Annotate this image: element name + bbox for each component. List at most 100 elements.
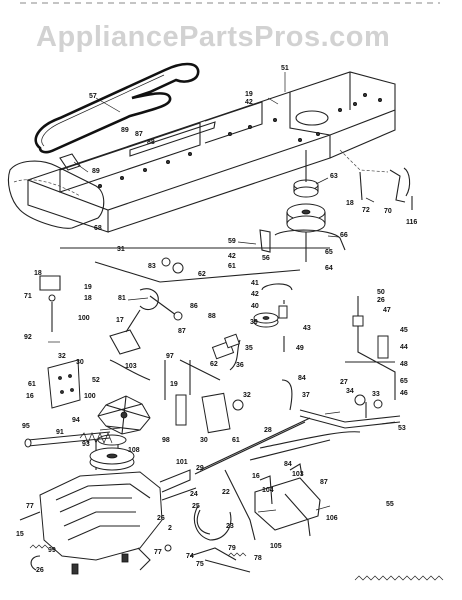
idler-pulley-assembly — [274, 150, 346, 262]
callout-25: 25 — [192, 503, 200, 510]
callout-84: 84 — [298, 375, 306, 382]
callout-24: 24 — [190, 491, 198, 498]
callout-72: 72 — [362, 207, 370, 214]
transaxle — [19, 434, 197, 575]
callout-95: 95 — [22, 423, 30, 430]
callout-labels: 57 51 19 42 89 87 88 89 63 18 72 70 116 … — [16, 65, 417, 574]
drive-belt — [34, 62, 200, 154]
callout-42: 42 — [245, 99, 253, 106]
callout-42-c: 42 — [251, 291, 259, 298]
callout-83: 83 — [148, 263, 156, 270]
callout-17: 17 — [116, 317, 124, 324]
callout-45: 45 — [400, 327, 408, 334]
callout-18: 18 — [346, 200, 354, 207]
callout-103: 103 — [125, 363, 137, 370]
callout-87-c: 87 — [320, 479, 328, 486]
callout-26-b: 26 — [157, 515, 165, 522]
shift-assembly — [299, 296, 401, 429]
callout-104: 104 — [262, 487, 274, 494]
callout-81: 81 — [118, 295, 126, 302]
callout-87: 87 — [135, 131, 143, 138]
callout-40: 40 — [251, 303, 259, 310]
callout-100-b: 100 — [84, 393, 96, 400]
callout-56: 56 — [262, 255, 270, 262]
callout-84-b: 84 — [284, 461, 292, 468]
callout-46: 46 — [400, 390, 408, 397]
callout-70: 70 — [384, 208, 392, 215]
brake-rods — [164, 333, 361, 475]
callout-68: 68 — [94, 225, 102, 232]
callout-101: 101 — [176, 459, 188, 466]
callout-97: 97 — [166, 353, 174, 360]
callout-66: 66 — [340, 232, 348, 239]
callout-28: 28 — [264, 427, 272, 434]
callout-19-c: 19 — [170, 381, 178, 388]
callout-35: 35 — [245, 345, 253, 352]
callout-91: 91 — [56, 429, 64, 436]
right-bracket — [339, 149, 413, 210]
callout-42-b: 42 — [228, 253, 236, 260]
callout-16-b: 16 — [252, 473, 260, 480]
callout-43: 43 — [303, 325, 311, 332]
callout-99: 99 — [48, 547, 56, 554]
callout-87-b: 87 — [178, 328, 186, 335]
callout-74: 74 — [186, 553, 194, 560]
callout-89: 89 — [121, 127, 129, 134]
watermark: AppliancePartsPros.com — [36, 21, 390, 53]
callout-48: 48 — [400, 361, 408, 368]
lower-left-parts — [29, 544, 251, 573]
spring-93 — [79, 432, 113, 444]
callout-49: 49 — [296, 345, 304, 352]
callout-47: 47 — [383, 307, 391, 314]
callout-93: 93 — [82, 441, 90, 448]
callout-62: 62 — [198, 271, 206, 278]
callout-103-b: 103 — [292, 471, 304, 478]
callout-64: 64 — [325, 265, 333, 272]
leader-lines — [48, 72, 396, 513]
callout-22: 22 — [222, 489, 230, 496]
callout-23: 23 — [226, 523, 234, 530]
callout-88: 88 — [147, 139, 155, 146]
callout-57: 57 — [89, 93, 97, 100]
callout-39: 39 — [250, 319, 258, 326]
callout-36: 36 — [236, 362, 244, 369]
callout-50: 50 — [377, 289, 385, 296]
callout-106: 106 — [326, 515, 338, 522]
callout-31: 31 — [117, 246, 125, 253]
callout-30-b: 30 — [200, 437, 208, 444]
callout-18-c: 18 — [84, 295, 92, 302]
callout-108: 108 — [128, 447, 140, 454]
callout-77: 77 — [26, 503, 34, 510]
callout-41: 41 — [251, 280, 259, 287]
callout-116: 116 — [406, 219, 417, 226]
callout-92: 92 — [24, 334, 32, 341]
callout-26-c: 26 — [36, 567, 44, 574]
pulley-40 — [253, 300, 288, 352]
callout-37: 37 — [302, 392, 310, 399]
pedal-bracket — [47, 309, 151, 409]
callout-59: 59 — [228, 238, 236, 245]
callout-88-b: 88 — [208, 313, 216, 320]
callout-16: 16 — [26, 393, 34, 400]
callout-53: 53 — [398, 425, 406, 432]
callout-33: 33 — [372, 391, 380, 398]
callout-44: 44 — [400, 344, 408, 351]
callout-98: 98 — [162, 437, 170, 444]
callout-32-b: 32 — [243, 392, 251, 399]
frame — [26, 71, 396, 233]
callout-89-b: 89 — [92, 168, 100, 175]
callout-78: 78 — [254, 555, 262, 562]
callout-86: 86 — [190, 303, 198, 310]
lower-right-parts — [193, 463, 444, 581]
callout-75: 75 — [196, 561, 204, 568]
callout-15: 15 — [16, 531, 24, 538]
callout-77-b: 77 — [154, 549, 162, 556]
callout-26: 26 — [377, 297, 385, 304]
callout-34: 34 — [346, 388, 354, 395]
callout-63: 63 — [330, 173, 338, 180]
callout-29: 29 — [196, 465, 204, 472]
callout-65: 65 — [325, 249, 333, 256]
cooling-fan — [97, 395, 151, 435]
callout-100: 100 — [78, 315, 90, 322]
callout-79: 79 — [228, 545, 236, 552]
